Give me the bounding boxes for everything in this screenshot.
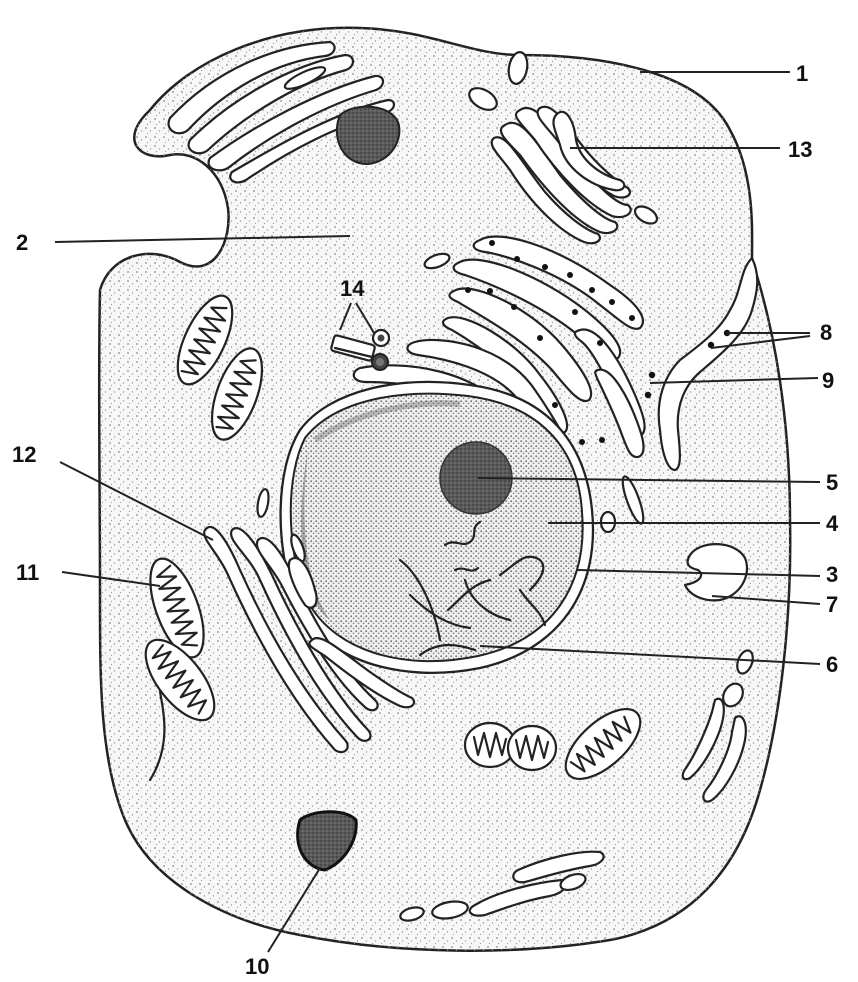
label-8: 8 xyxy=(820,320,832,345)
nucleus xyxy=(281,382,593,673)
label-3: 3 xyxy=(826,562,838,587)
label-14: 14 xyxy=(340,276,365,301)
label-9: 9 xyxy=(822,368,834,393)
label-5: 5 xyxy=(826,470,838,495)
label-10: 10 xyxy=(245,954,269,979)
label-11: 11 xyxy=(16,560,39,585)
mitochondrion xyxy=(508,726,556,770)
label-2: 2 xyxy=(16,230,28,255)
label-12: 12 xyxy=(12,442,36,467)
label-4: 4 xyxy=(826,511,839,536)
label-7: 7 xyxy=(826,592,838,617)
label-1: 1 xyxy=(796,61,808,86)
label-6: 6 xyxy=(826,652,838,677)
label-13: 13 xyxy=(788,137,812,162)
